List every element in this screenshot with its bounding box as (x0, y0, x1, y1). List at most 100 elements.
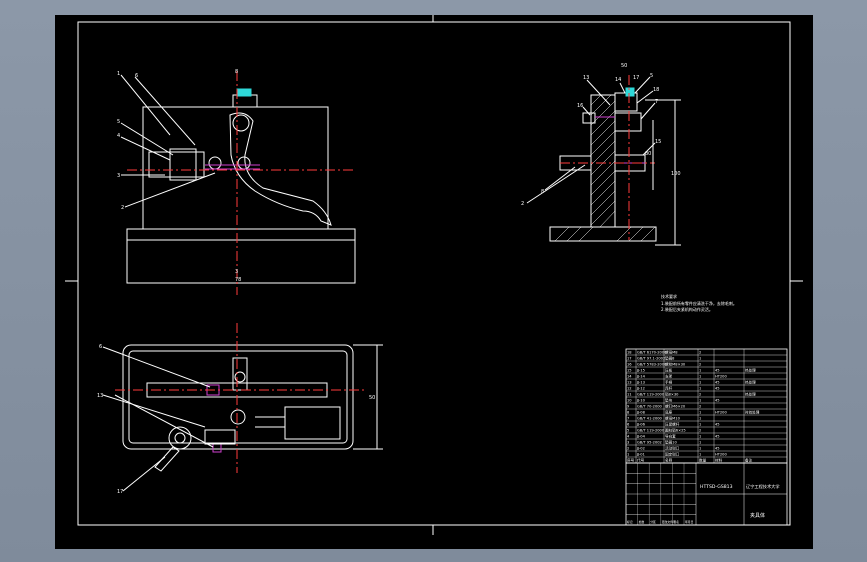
parts-row-cell: 压紧螺杆 (665, 422, 680, 427)
note-2: 2.装配后夹紧机构动作灵活。 (661, 306, 713, 312)
parts-row-cell: GB/T 6170-2000 (637, 351, 667, 355)
side-label-13: 13 (583, 75, 589, 81)
parts-row-cell: 45 (715, 423, 720, 427)
parts-row-cell: 8 (627, 411, 630, 415)
parts-row-cell: GB/T 41-2000 (637, 417, 663, 421)
side-label-17: 17 (633, 75, 639, 81)
parts-row-cell: JJ-14 (636, 375, 646, 379)
parts-row-cell: JJ-15 (636, 369, 645, 373)
plan-dim-50: 50 (369, 395, 375, 401)
parts-row-cell: 16 (627, 363, 632, 367)
parts-row-cell: GB/T 95-2002 (637, 441, 662, 445)
parts-row-cell: 2 (627, 447, 629, 451)
revision-header: 更改文件号 (662, 520, 676, 524)
hatch (554, 94, 656, 242)
parts-row-cell: JJ-13 (636, 381, 645, 385)
drawing-sheet[interactable]: 1 6 5 4 3 2 8 3 78 (55, 15, 813, 549)
outer-frame (77, 21, 791, 526)
parts-row-cell: HT200 (715, 375, 727, 379)
parts-row-cell: GB/T 119-2000 (637, 393, 665, 397)
side-dim-80: 80 (645, 151, 651, 157)
parts-row-cell: 45 (715, 381, 720, 385)
parts-row-cell: 15 (627, 369, 632, 373)
note-1: 1.装配前所有零件应清洗干净，去除毛刺。 (661, 300, 737, 306)
parts-row-cell: 手柄 (665, 380, 673, 385)
parts-row-cell: 5 (627, 429, 629, 433)
side-dim-50: 50 (621, 63, 627, 69)
dim-bottom: 78 (235, 277, 241, 283)
label-5: 5 (117, 119, 120, 125)
base-plate (126, 228, 356, 284)
plan-block (284, 406, 341, 440)
parts-row-cell: 11 (627, 393, 632, 397)
label-2: 2 (121, 205, 124, 211)
plan-label-13: 13 (97, 393, 103, 399)
parts-row-cell: 1 (699, 411, 701, 415)
parts-header-cell: 材料 (715, 458, 723, 463)
parts-row-cell: 4 (627, 435, 630, 439)
parts-row-cell: 螺母M10 (665, 416, 681, 421)
revision-header: 分区 (650, 520, 656, 524)
plan-label-17: 17 (117, 489, 123, 495)
technical-notes: 技术要求 1.装配前所有零件应清洗干净，去除毛刺。 2.装配后夹紧机构动作灵活。 (661, 293, 737, 312)
parts-row-cell: 3 (627, 441, 629, 445)
parts-row-cell: 垫圈8 (665, 356, 675, 361)
plan-outline (122, 344, 354, 450)
label-1: 1 (117, 71, 120, 77)
parts-row-cell: 9 (627, 405, 630, 409)
plan-view (102, 323, 383, 492)
parts-row-cell: GB/T 70-2000 (637, 405, 663, 409)
plan-label-6: 6 (99, 344, 102, 350)
side-view-labels: 13 14 5 18 16 7 15 2 8 17 50 100 80 (521, 63, 681, 207)
side-label-15: 15 (655, 139, 661, 145)
parts-row-cell: 1 (699, 447, 701, 451)
revision-header: 签名 (673, 520, 679, 524)
parts-row-cell: 1 (627, 453, 629, 457)
parts-row-cell: GB/T 119-2000 (637, 429, 665, 433)
parts-row-cell: 45 (715, 447, 720, 451)
parts-row-cell: 6 (627, 423, 630, 427)
assembly-drawing: 1 6 5 4 3 2 8 3 78 (65, 15, 803, 535)
parts-row-cell: 45 (715, 399, 720, 403)
drawing-code: HTTSD-GS813 (700, 484, 733, 490)
parts-row-cell: HT200 (715, 453, 727, 457)
parts-row-cell: 活动钳口 (665, 446, 680, 451)
plan-view-labels: 6 13 17 50 (97, 344, 375, 495)
parts-row-cell: 固定钳口 (665, 452, 680, 457)
parts-row-cell: JJ-08 (636, 411, 646, 415)
label-6: 6 (135, 73, 138, 79)
parts-row-cell: JJ-02 (636, 447, 645, 451)
parts-row-cell: 垫圈10 (665, 440, 677, 445)
side-column (590, 94, 616, 228)
parts-header-cell: 名称 (665, 458, 673, 463)
plan-handle (154, 446, 180, 472)
side-label-2: 2 (521, 201, 524, 207)
side-dim-100: 100 (671, 171, 681, 177)
parts-row-cell: GB/T 97.1-2002 (637, 357, 665, 361)
parts-row-cell: 热处理 (745, 392, 756, 397)
parts-row-cell: 导向套 (665, 434, 676, 439)
parts-row-cell: 45 (715, 369, 720, 373)
parts-row-cell: 14 (627, 375, 632, 379)
parts-row-cell: 1 (699, 399, 701, 403)
notes-title: 技术要求 (661, 293, 677, 299)
parts-row-cell: JJ-01 (636, 453, 645, 457)
drawing-name: 夹具体 (750, 512, 765, 519)
front-view (120, 71, 356, 295)
parts-row-cell: JJ-04 (636, 435, 646, 439)
parts-row-cell: 2 (699, 393, 701, 397)
label-3: 3 (117, 173, 120, 179)
parts-row-cell: 1 (699, 357, 701, 361)
parts-row-cell: 热处理 (745, 368, 756, 373)
parts-row-cell: 1 (699, 423, 701, 427)
parts-header-cell: 序号 (627, 458, 635, 463)
clamp-screw-body (148, 151, 205, 178)
parts-row-cell: GB/T 5783-2000 (637, 363, 667, 367)
parts-row-cell: 18 (627, 351, 632, 355)
parts-row-cell: JJ-06 (636, 423, 646, 427)
parts-row-cell: 1 (699, 453, 701, 457)
parts-row-cell: 底座 (665, 410, 673, 415)
parts-row-cell: 垫块 (665, 398, 673, 403)
